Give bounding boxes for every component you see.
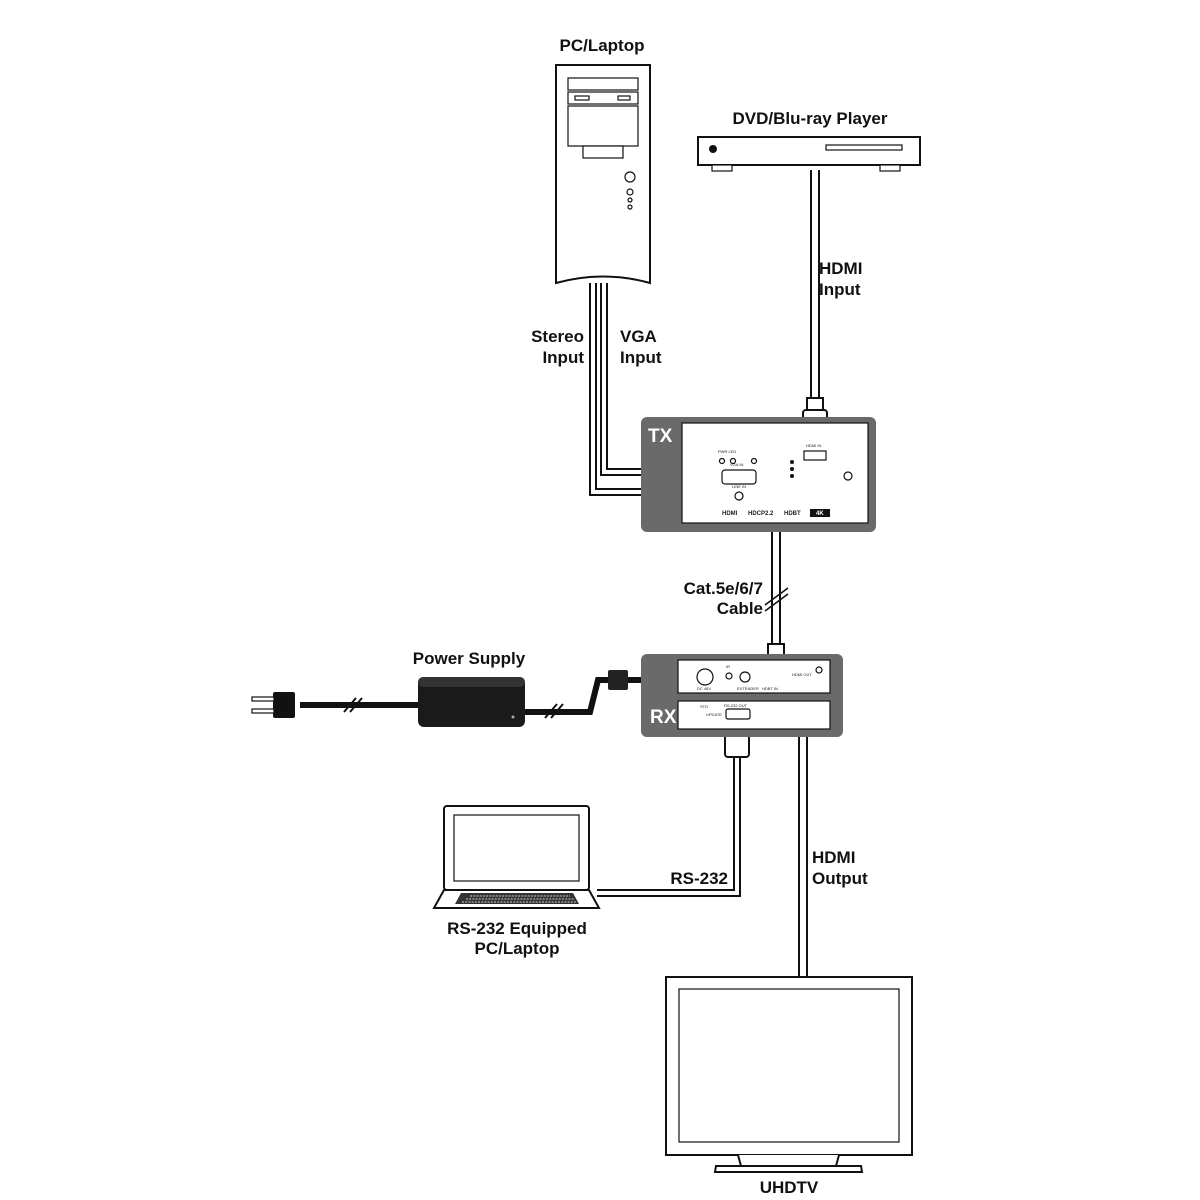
tx-logo-0: HDMI bbox=[722, 511, 738, 517]
laptop-label-line2: PC/Laptop bbox=[475, 939, 560, 958]
tv-label: UHDTV bbox=[760, 1178, 819, 1197]
pc-tower: PC/Laptop bbox=[555, 36, 651, 285]
rs232-cable bbox=[597, 724, 750, 897]
dvd-player: DVD/Blu-ray Player bbox=[697, 109, 921, 172]
tx-logo-1: HDCP2.2 bbox=[748, 511, 774, 517]
laptop: RS-232 Equipped PC/Laptop bbox=[432, 805, 601, 958]
laptop-label-line1: RS-232 Equipped bbox=[447, 919, 587, 938]
tx-port-label-2: VGA IN bbox=[730, 462, 743, 467]
rx-tag: RX bbox=[650, 707, 677, 728]
hdmi-output-label-line2: Output bbox=[812, 869, 868, 888]
rx-unit: RX DC 48V IR EXTENDER HDBT IN HDMI OUT R… bbox=[641, 654, 843, 737]
power-supply-label: Power Supply bbox=[413, 649, 526, 668]
rx-port-label-7: UPDATE bbox=[706, 712, 722, 717]
tx-line-in-port-icon bbox=[734, 491, 744, 501]
stereo-label-line2: Input bbox=[542, 348, 584, 367]
pc-label: PC/Laptop bbox=[560, 36, 645, 55]
rx-port-label-6: STD bbox=[700, 704, 708, 709]
stereo-label-line1: Stereo bbox=[531, 327, 584, 346]
tx-unit: TX PWR LED HDMI IN VGA IN LINE IN HDMI H… bbox=[641, 417, 876, 532]
tx-logo-3: 4K bbox=[816, 511, 824, 517]
tx-port-label-0: PWR LED bbox=[718, 449, 736, 454]
vga-label-line2: Input bbox=[620, 348, 662, 367]
rx-port-label-3: HDBT IN bbox=[762, 686, 778, 691]
rs232-label: RS-232 bbox=[670, 869, 728, 888]
tx-port-label-1: HDMI IN bbox=[806, 443, 821, 448]
uhdtv: UHDTV bbox=[665, 976, 913, 1197]
power-supply: Power Supply bbox=[413, 649, 526, 727]
dvd-label: DVD/Blu-ray Player bbox=[733, 109, 888, 128]
tx-vga-port-icon bbox=[721, 469, 757, 485]
tx-port-label-3: LINE IN bbox=[732, 484, 746, 489]
tx-tag: TX bbox=[648, 426, 673, 447]
cat-label-line1: Cat.5e/6/7 bbox=[684, 579, 763, 598]
hdmi-output-label-line1: HDMI bbox=[812, 848, 855, 867]
rx-port-label-4: HDMI OUT bbox=[792, 672, 812, 677]
rx-port-label-0: DC 48V bbox=[697, 686, 711, 691]
hdmi-input-label-line1: HDMI bbox=[819, 259, 862, 278]
hdmi-input-cable bbox=[802, 170, 828, 443]
rx-rs232-port-icon bbox=[725, 708, 751, 720]
power-button-icon bbox=[624, 171, 636, 183]
tx-logo-2: HDBT bbox=[784, 511, 801, 517]
rx-port-label-1: IR bbox=[726, 664, 730, 669]
rx-port-label-5: RS-232 OUT bbox=[724, 703, 748, 708]
hdmi-input-label-line2: Input bbox=[819, 280, 861, 299]
cat-label-line2: Cable bbox=[717, 599, 763, 618]
rx-port-label-2: EXTENDER bbox=[737, 686, 759, 691]
vga-label-line1: VGA bbox=[620, 327, 657, 346]
tx-hdmi-port-icon bbox=[803, 450, 827, 461]
